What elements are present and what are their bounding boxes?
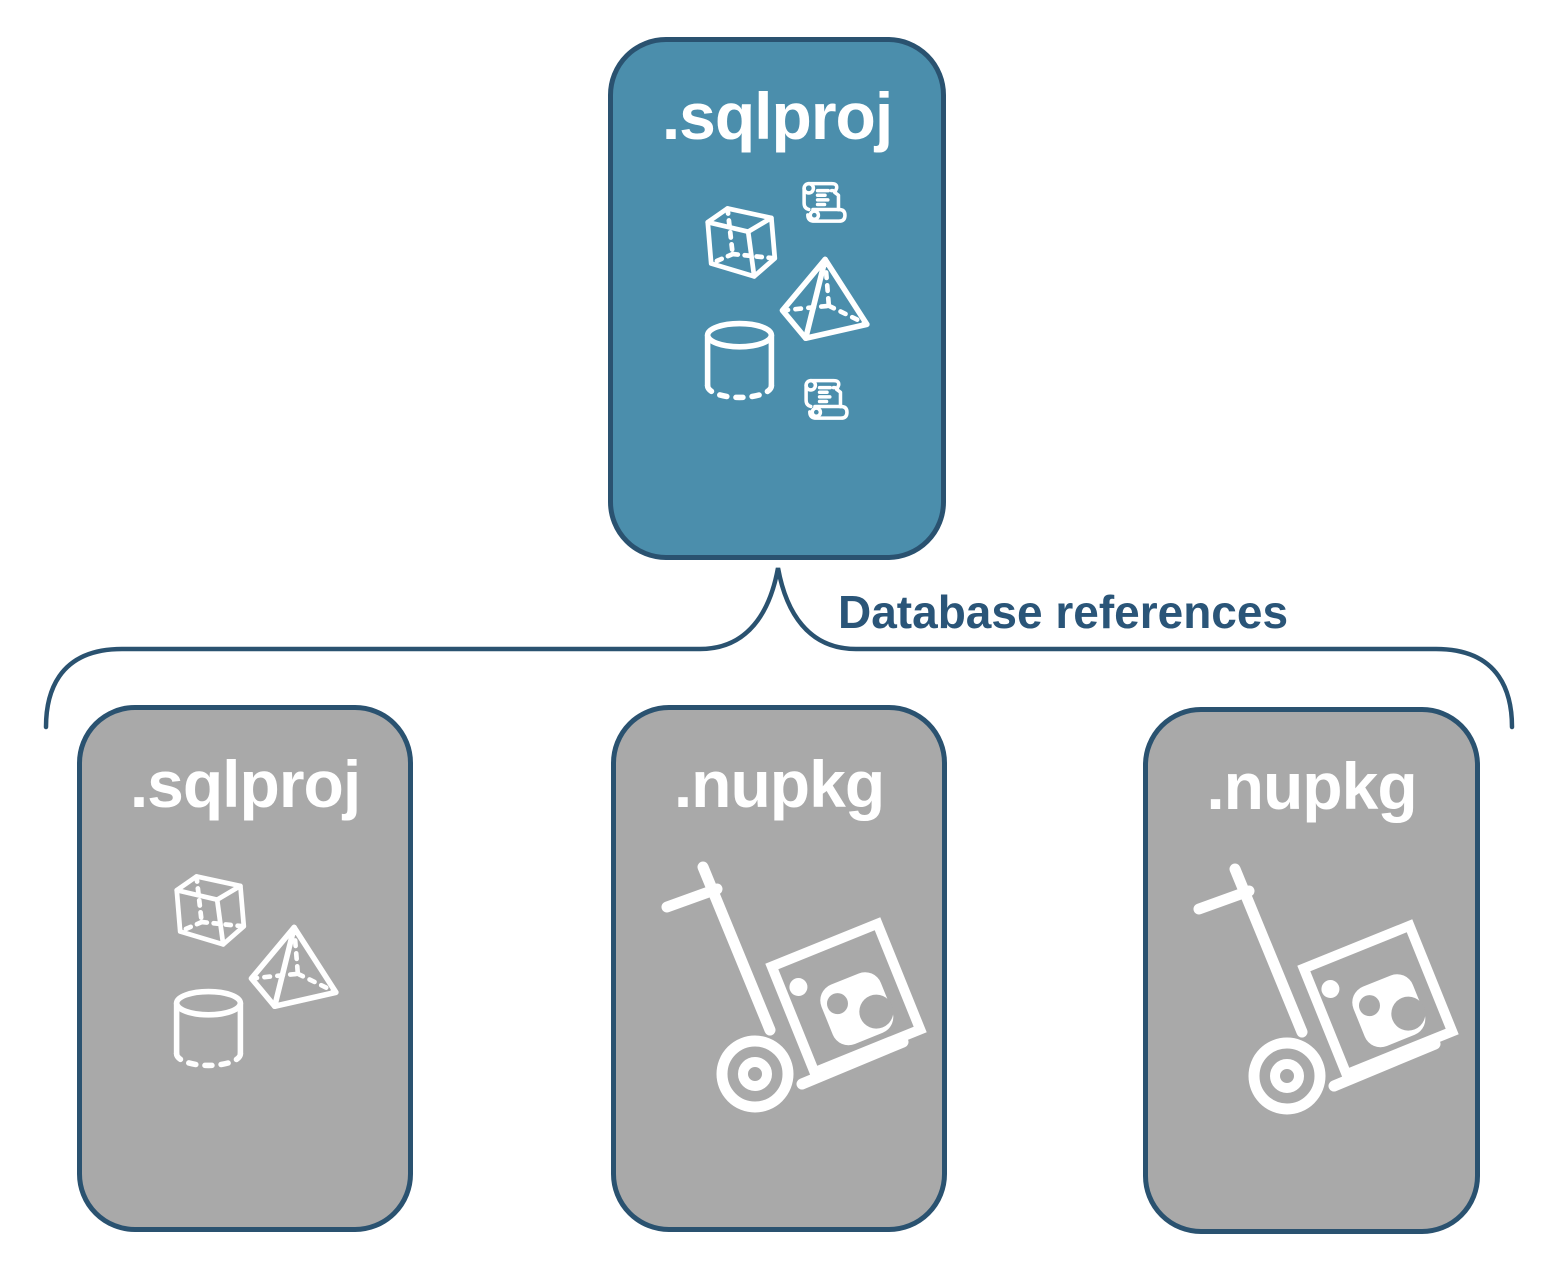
database-references-label: Database references: [838, 586, 1289, 638]
card-title: .nupkg: [673, 747, 885, 821]
script-scroll-icon: [804, 378, 849, 420]
card-title: .sqlproj: [661, 79, 893, 153]
root-card-sqlproj: .sqlproj: [608, 37, 946, 560]
script-scroll-icon: [802, 181, 847, 223]
pyramid-icon: [779, 256, 870, 342]
cube-icon: [174, 874, 247, 947]
child-card-sqlproj: .sqlproj: [77, 705, 413, 1232]
pyramid-icon: [248, 924, 339, 1010]
database-cylinder-icon: [173, 988, 244, 1069]
child-card-nupkg-1: .nupkg: [611, 705, 947, 1232]
card-title: .sqlproj: [129, 747, 361, 821]
package-dolly-icon: [1193, 863, 1459, 1115]
child-card-nupkg-2: .nupkg: [1143, 707, 1480, 1234]
database-cylinder-icon: [704, 320, 775, 401]
package-dolly-icon: [661, 861, 927, 1113]
cube-icon: [705, 206, 778, 279]
card-title: .nupkg: [1206, 749, 1417, 823]
